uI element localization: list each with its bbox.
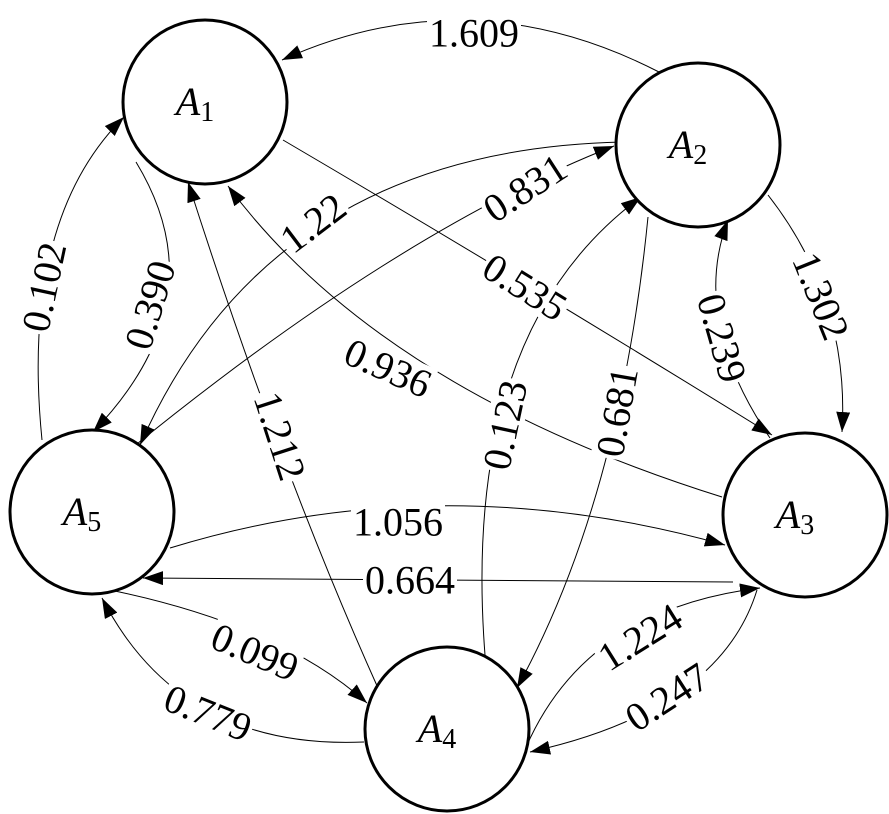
edge-a5-to-a3 (169, 505, 726, 549)
node-letter: A (60, 489, 88, 534)
edge-label-a2-to-a4: 0.681 (587, 364, 647, 460)
node-letter: A (415, 706, 443, 751)
node-circle (8, 428, 176, 596)
node-label: A5 (60, 489, 101, 538)
edge-label-backdrop (272, 185, 354, 261)
edge-label-a3-to-a5: 0.664 (365, 558, 455, 603)
node-label: A2 (666, 122, 707, 171)
node-circle (614, 61, 782, 229)
edge-label-backdrop (363, 561, 457, 599)
node-circle (121, 18, 289, 186)
edge-label-a5-to-a4: 0.099 (205, 614, 305, 691)
edge-label-a2-to-a3: 1.302 (783, 246, 858, 346)
edge-label-a3-to-a1: 0.936 (338, 329, 439, 407)
node-letter: A (666, 122, 694, 167)
node-label: A1 (173, 79, 214, 128)
node-a3: A3 (721, 431, 889, 599)
node-subscript: 2 (693, 140, 707, 171)
edge-a4-to-a2 (481, 196, 642, 656)
edge-label-backdrop (247, 385, 313, 487)
node-subscript: 4 (442, 724, 456, 755)
edge-label-backdrop (118, 254, 182, 356)
edge-label-backdrop (475, 246, 575, 328)
node-a5: A5 (8, 428, 176, 596)
edge-label-backdrop (477, 375, 533, 475)
node-letter: A (773, 492, 801, 537)
edge-label-a2-to-a1: 1.609 (429, 11, 519, 56)
edge-label-backdrop (351, 503, 445, 541)
edge-label-backdrop (427, 14, 521, 52)
edge-label-backdrop (16, 237, 72, 337)
edge-label-a1-to-a5: 0.390 (115, 255, 184, 354)
node-label: A4 (415, 706, 456, 755)
edge-label-a4-to-a2: 0.123 (474, 376, 537, 473)
edge-label-a5-to-a1: 0.102 (13, 238, 76, 335)
edge-label-a2-to-a5: 1.22 (272, 184, 355, 262)
node-circle (721, 431, 889, 599)
node-a2: A2 (614, 61, 782, 229)
edge-label-backdrop (337, 331, 439, 405)
node-label: A3 (773, 492, 814, 541)
edge-label-backdrop (691, 287, 753, 389)
edge-a2-to-a4 (516, 216, 649, 689)
node-circle (363, 645, 531, 813)
node-letter: A (173, 79, 201, 124)
edge-label-backdrop (786, 245, 856, 347)
node-a4: A4 (363, 645, 531, 813)
node-subscript: 1 (200, 97, 214, 128)
node-subscript: 5 (87, 507, 101, 538)
edge-label-backdrop (204, 616, 306, 688)
edge-label-a4-to-a1: 1.212 (245, 386, 316, 486)
edge-label-backdrop (157, 678, 259, 748)
node-a1: A1 (121, 18, 289, 186)
edge-label-backdrop (590, 596, 690, 678)
edge-label-a5-to-a3: 1.056 (353, 500, 443, 545)
node-subscript: 3 (800, 510, 814, 541)
edge-label-a4-to-a5: 0.779 (158, 675, 258, 750)
edge-label-a3-to-a2: 0.239 (688, 289, 756, 388)
edge-label-backdrop (617, 655, 717, 739)
edge-label-backdrop (590, 362, 644, 462)
edge-label-backdrop (475, 146, 575, 230)
